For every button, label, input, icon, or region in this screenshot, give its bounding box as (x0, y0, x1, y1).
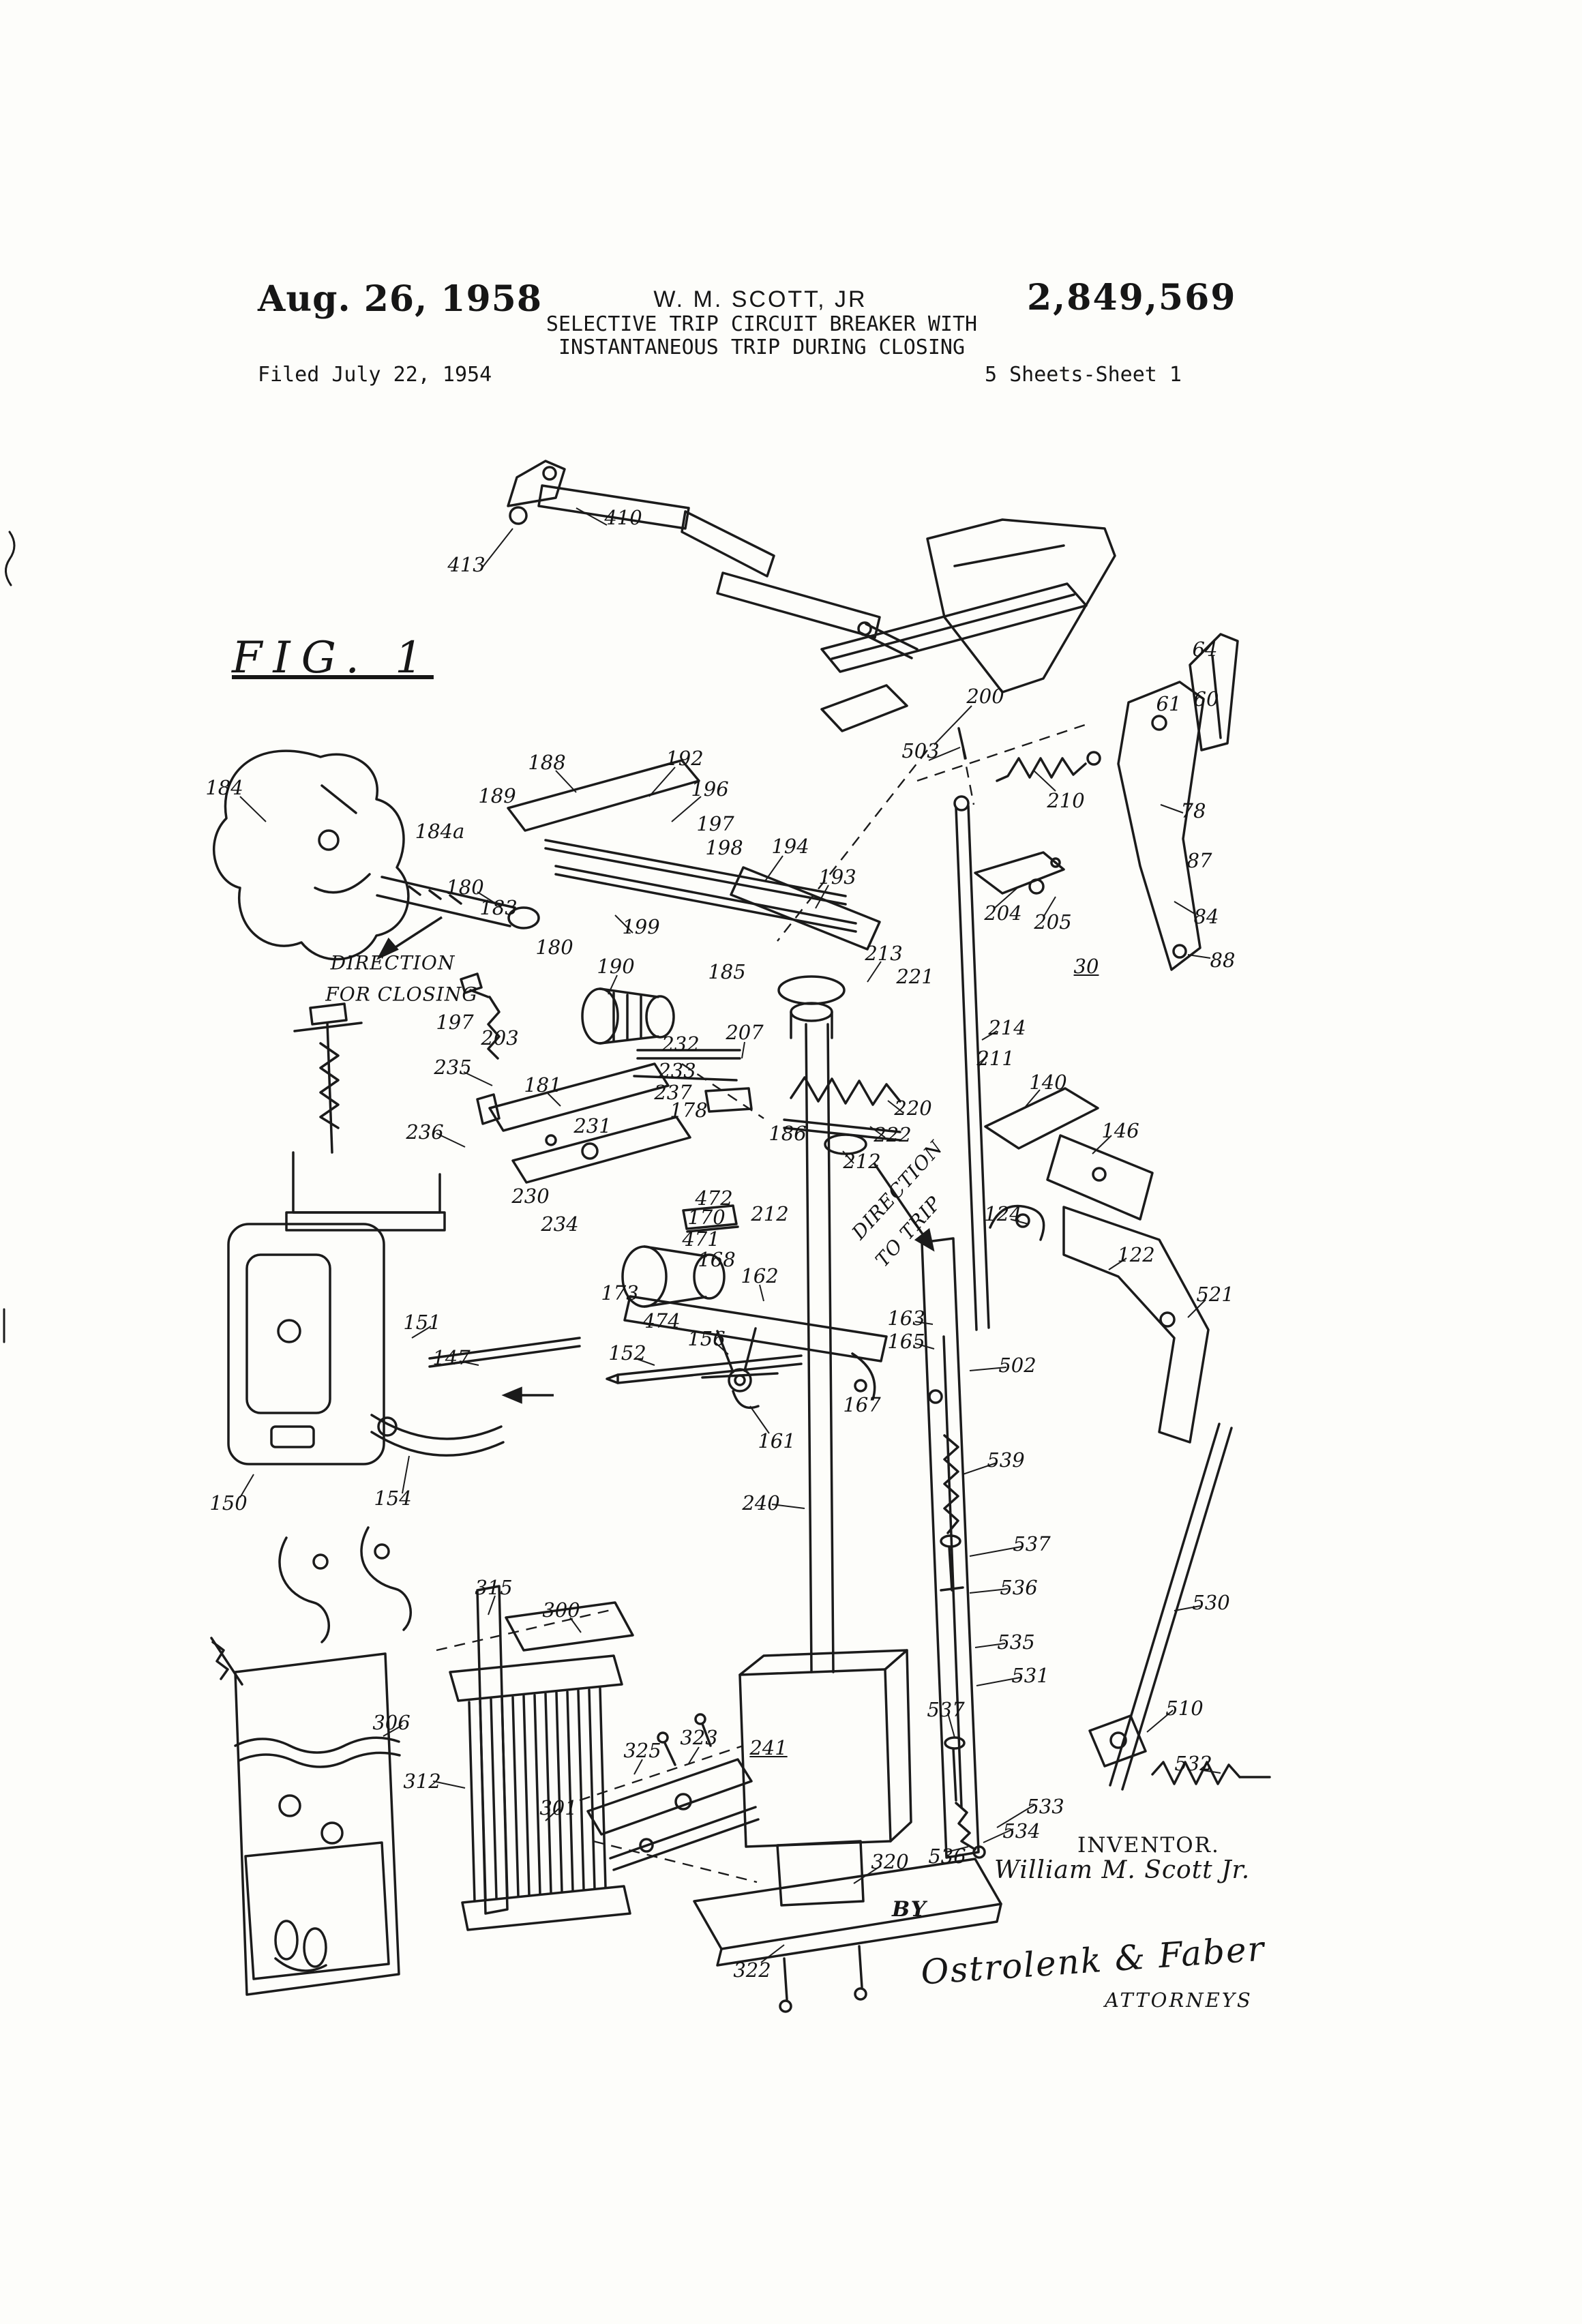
motor-unit (227, 1223, 581, 1465)
patent-title-line2: INSTANTANEOUS TRIP DURING CLOSING (558, 336, 966, 359)
coil-stack (449, 1585, 634, 1931)
upper-lever-assembly (507, 460, 919, 659)
lever-bars (476, 1049, 753, 1184)
trip-strap (921, 1237, 986, 1859)
figure-label: FIG. 1 (232, 633, 434, 683)
patent-date: Aug. 26, 1958 (258, 278, 543, 320)
trip-link (953, 795, 990, 1331)
crossbar-assembly (606, 1204, 888, 1410)
inventor-signature: William M. Scott Jr. (994, 1856, 1251, 1884)
trip-frame (984, 1087, 1271, 1791)
by-label: BY (892, 1897, 927, 1922)
sheet-number: 5 Sheets-Sheet 1 (985, 363, 1182, 387)
hidden-lines (436, 721, 1092, 1883)
leader-lines (239, 507, 1221, 1963)
support-frame (234, 1652, 401, 1996)
clamp-assembly (285, 1002, 446, 1232)
inventor-name: W. M. SCOTT, JR (653, 286, 867, 312)
cam-assembly (212, 749, 540, 961)
linkage-bars (507, 759, 881, 1039)
latch-hooks (210, 1526, 412, 1686)
direction-arrows (376, 916, 935, 1404)
trip-springs (783, 1076, 901, 1155)
filed-date: Filed July 22, 1954 (258, 363, 492, 387)
upper-right-assembly (820, 518, 1239, 971)
patent-number: 2,849,569 (1027, 277, 1237, 318)
plunger-weight (693, 1023, 1002, 2013)
scan-marks (3, 531, 16, 1343)
latch-cylinder (460, 972, 675, 1060)
attorneys-label: ATTORNEYS (1105, 1988, 1253, 2012)
patent-title-line1: SELECTIVE TRIP CIRCUIT BREAKER WITH (546, 312, 978, 336)
inventor-caption: INVENTOR. (1077, 1833, 1220, 1858)
lower-linkage (586, 1713, 760, 1871)
